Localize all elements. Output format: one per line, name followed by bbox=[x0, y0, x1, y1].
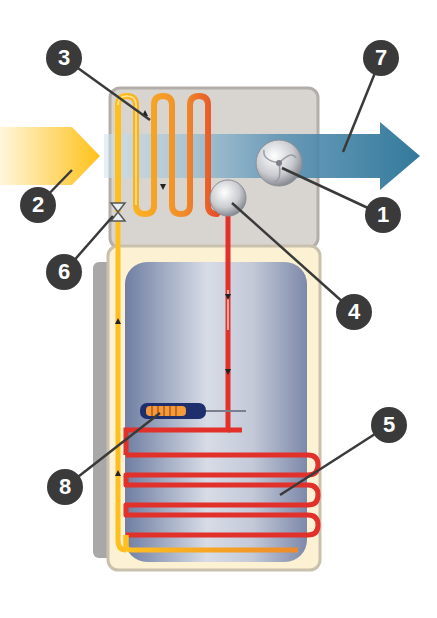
flow-arrows bbox=[115, 110, 231, 476]
fan-hub bbox=[276, 160, 282, 166]
liquid-pipe bbox=[118, 222, 126, 550]
liquid-pipe-joint bbox=[124, 535, 129, 550]
fan-blades bbox=[264, 150, 296, 182]
callout-number: 8 bbox=[47, 469, 83, 505]
hot-gas-pipe bbox=[150, 212, 228, 430]
condenser-coil bbox=[126, 430, 318, 535]
heater-rod bbox=[206, 410, 246, 412]
callout-number: 2 bbox=[20, 187, 56, 223]
tank-casing bbox=[108, 246, 320, 570]
callout-number: 7 bbox=[363, 40, 399, 76]
fan bbox=[256, 140, 302, 186]
expansion-valve bbox=[111, 203, 125, 221]
leader-lines bbox=[38, 58, 389, 495]
heater-coil-lines bbox=[152, 406, 176, 416]
warm-air-arrow bbox=[0, 127, 100, 185]
callout-number: 4 bbox=[336, 294, 372, 330]
callout-number: 1 bbox=[365, 197, 401, 233]
coil-highlight bbox=[118, 96, 136, 205]
heater-coil bbox=[146, 406, 186, 416]
callout-circles bbox=[20, 40, 407, 505]
heater-element bbox=[140, 403, 206, 419]
callout-number: 6 bbox=[46, 254, 82, 290]
condenser-feed bbox=[126, 430, 150, 455]
callout-number: 5 bbox=[371, 407, 407, 443]
liquid-pipe-bottom bbox=[126, 535, 298, 550]
callout-number: 3 bbox=[46, 40, 82, 76]
